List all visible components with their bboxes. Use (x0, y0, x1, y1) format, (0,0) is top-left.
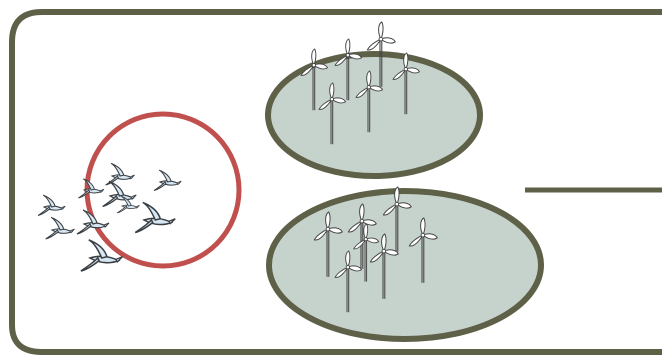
bird-circle (84, 111, 242, 269)
bird-icon (37, 194, 66, 217)
bird-icon (80, 239, 124, 272)
wind-farm-area-bottom (266, 188, 544, 342)
bird-icon (45, 216, 76, 240)
wind-farm-area-top (265, 51, 483, 179)
bird-icon (153, 169, 182, 192)
bird-icon (134, 201, 176, 234)
bird-flock (37, 162, 182, 272)
frame-outline (9, 9, 662, 355)
bird-icon (77, 178, 105, 199)
bird-icon (102, 180, 137, 208)
